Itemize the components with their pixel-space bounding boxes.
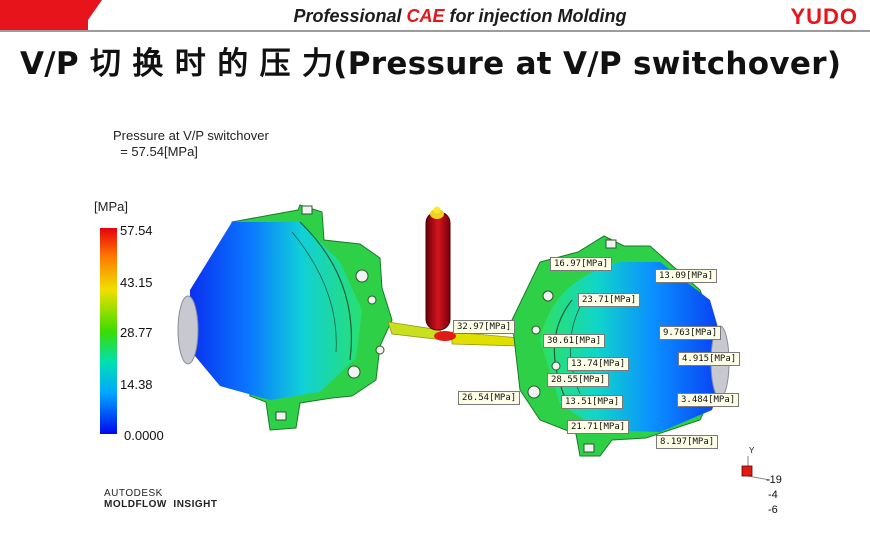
axis-triad xyxy=(741,456,771,481)
probe-label: 28.55[MPa] xyxy=(547,373,610,387)
triad-value: -6 xyxy=(768,504,778,516)
yudo-logo: YUDO xyxy=(790,4,858,29)
probe-label: 13.09[MPa] xyxy=(655,269,718,283)
left-part xyxy=(177,204,393,431)
result-value: = 57.54[MPa] xyxy=(113,144,198,159)
legend-tick-min: 0.0000 xyxy=(124,428,164,443)
header-highlight: CAE xyxy=(406,6,445,26)
header-bar: Professional CAE for injection Molding Y… xyxy=(0,0,870,32)
triad-value: -4 xyxy=(768,489,778,501)
header-prefix: Professional xyxy=(293,6,407,26)
probe-label: 26.54[MPa] xyxy=(458,391,521,405)
result-title: Pressure at V/P switchover = 57.54[MPa] xyxy=(113,128,269,160)
probe-label: 9.763[MPa] xyxy=(659,326,722,340)
probe-label: 8.197[MPa] xyxy=(656,435,719,449)
header-divider xyxy=(0,30,870,32)
triad-value: -19 xyxy=(766,474,782,486)
probe-label: 3.484[MPa] xyxy=(677,393,740,407)
probe-label: 16.97[MPa] xyxy=(550,257,613,271)
legend-tick-2: 43.15 xyxy=(120,275,153,290)
probe-label: 30.61[MPa] xyxy=(543,334,606,348)
probe-label: 13.51[MPa] xyxy=(561,395,624,409)
legend-colorbar xyxy=(100,228,117,434)
legend-tick-max: 57.54 xyxy=(120,223,153,238)
legend-unit: [MPa] xyxy=(94,199,128,214)
probe-label: 4.915[MPa] xyxy=(678,352,741,366)
moldflow-brand: MOLDFLOW INSIGHT xyxy=(104,499,218,510)
slide-title: V/P 切 换 时 的 压 力(Pressure at V/P switchov… xyxy=(20,46,842,82)
probe-label: 32.97[MPa] xyxy=(453,320,516,334)
probe-label: 13.74[MPa] xyxy=(567,357,630,371)
probe-label: 21.71[MPa] xyxy=(567,420,630,434)
autodesk-brand: AUTODESK xyxy=(104,488,163,499)
header-suffix: for injection Molding xyxy=(444,6,627,26)
legend-tick-4: 14.38 xyxy=(120,377,153,392)
result-name: Pressure at V/P switchover xyxy=(113,128,269,143)
runner-system xyxy=(387,206,521,347)
header-headline: Professional CAE for injection Molding xyxy=(0,6,870,27)
triad-axis-label: Y xyxy=(749,446,755,455)
probe-label: 23.71[MPa] xyxy=(578,293,641,307)
legend-tick-3: 28.77 xyxy=(120,325,153,340)
